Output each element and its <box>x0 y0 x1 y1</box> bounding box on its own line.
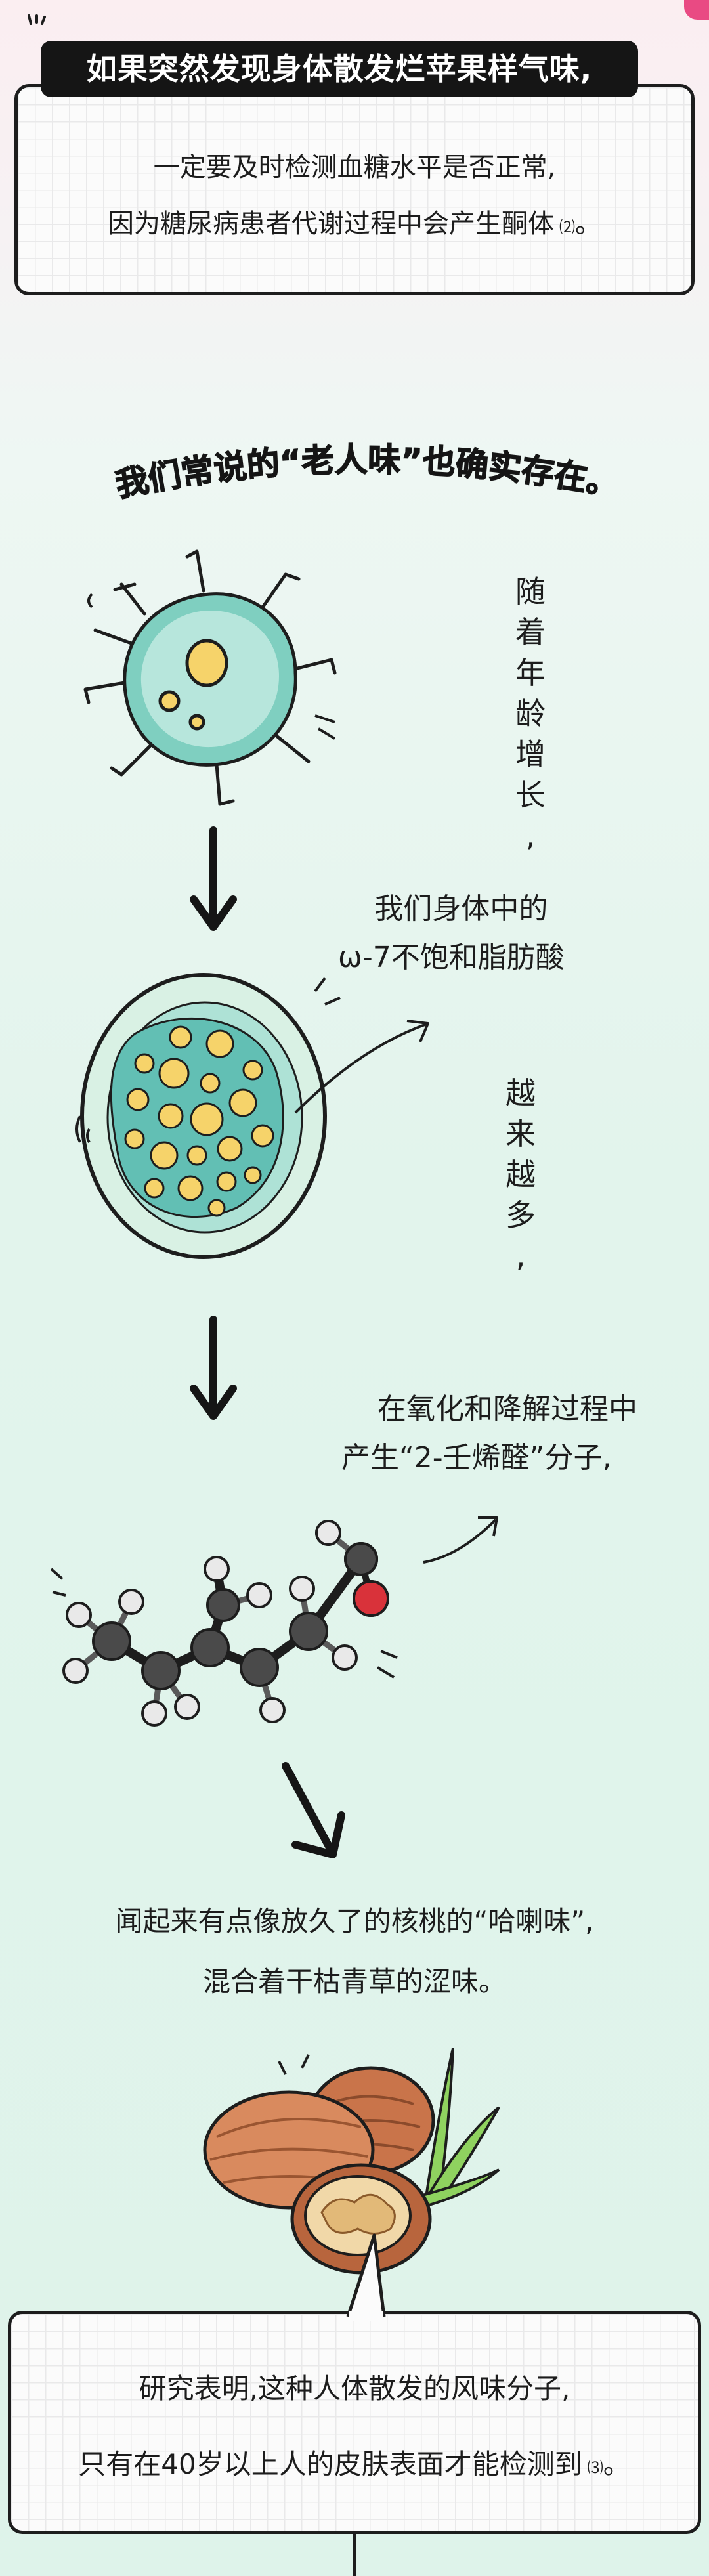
divider-line <box>353 2534 356 2576</box>
citation-ref: ⑵ <box>559 217 575 236</box>
footer-line-2-text: 只有在40岁以上人的皮肤表面才能检测到 <box>78 2448 582 2480</box>
header-line-2-text: 因为糖尿病患者代谢过程中会产生酮体 <box>108 209 554 239</box>
vertical-note-age: 随 着 年 龄 增 长 , <box>515 574 546 853</box>
pointer-arrow-icon <box>423 1516 498 1564</box>
fatty-acid-label: 我们身体中的 ω-7不饱和脂肪酸 <box>338 892 565 974</box>
header-box <box>14 84 695 295</box>
footer-line-1: 研究表明,这种人体散发的风味分子, <box>139 2372 570 2405</box>
footer-box <box>8 2311 701 2534</box>
down-arrow-icon <box>282 1762 345 1858</box>
section-heading: 我们常说的“老人味”也确实存在。 <box>79 420 656 512</box>
smell-line-2: 混合着干枯青草的涩味。 <box>202 1965 506 1998</box>
header-line-2-end: 。 <box>575 209 601 239</box>
header-line-1: 一定要及时检测血糖水平是否正常, <box>153 152 556 182</box>
sparkle-icon <box>28 14 46 25</box>
pink-accent <box>684 0 709 20</box>
cell-icon <box>83 549 337 806</box>
footer-line-2-end: 。 <box>603 2448 631 2480</box>
header-line-2: 因为糖尿病患者代谢过程中会产生酮体 ⑵。 <box>14 202 695 240</box>
molecule-icon <box>50 1520 398 1727</box>
footer-line-2: 只有在40岁以上人的皮肤表面才能检测到 ⑶。 <box>8 2442 701 2482</box>
walnut-icon <box>203 2048 500 2275</box>
down-arrow-icon <box>190 826 237 931</box>
nonenal-label: 在氧化和降解过程中 产生“2-壬烯醛”分子, <box>341 1392 637 1474</box>
smell-line-1: 闻起来有点像放久了的核桃的“哈喇味”, <box>115 1905 594 1937</box>
svg-text:我们常说的“老人味”也确实存在。: 我们常说的“老人味”也确实存在。 <box>112 440 623 504</box>
vertical-note-more: 越 来 越 多 , <box>505 1075 536 1274</box>
speech-tail <box>346 2233 386 2321</box>
section-heading-text: 我们常说的“老人味”也确实存在。 <box>112 440 623 505</box>
citation-ref: ⑶ <box>587 2458 603 2477</box>
down-arrow-icon <box>190 1316 237 1420</box>
pointer-arrow-icon <box>294 1020 429 1114</box>
header-title: 如果突然发现身体散发烂苹果样气味, <box>41 41 638 97</box>
fat-cell-icon <box>75 973 341 1259</box>
grass-icon <box>418 2048 500 2208</box>
